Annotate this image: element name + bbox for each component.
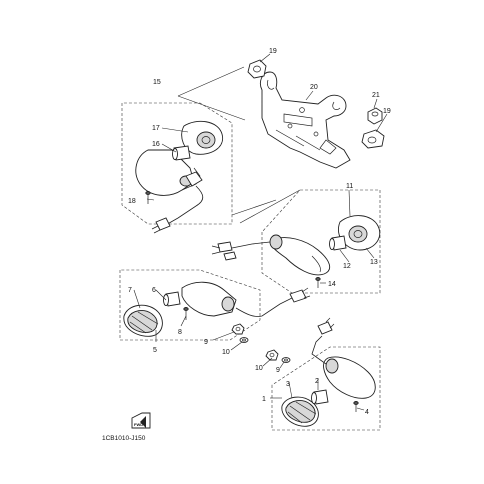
callout-10-left: 10 (222, 349, 230, 356)
group-box-1 (271, 346, 381, 431)
callout-labels: 19 20 21 19 15 17 16 18 11 12 13 14 7 6 … (128, 48, 391, 416)
callout-12: 12 (343, 263, 351, 270)
ref-line-11 (231, 189, 301, 224)
callout-21: 21 (372, 92, 380, 99)
ref-line-15 (177, 66, 246, 121)
callout-9-right: 9 (276, 367, 280, 374)
diagram-code: 1CB1010-J150 (102, 435, 146, 442)
callout-18: 18 (128, 198, 136, 205)
bushing (367, 107, 383, 125)
callout-3: 3 (286, 381, 290, 388)
grommet-top (247, 59, 267, 79)
callout-11: 11 (346, 183, 353, 190)
group-box-15 (121, 102, 233, 225)
callout-4: 4 (365, 409, 369, 416)
flasher-assembly-1 (265, 317, 376, 427)
callout-7: 7 (128, 287, 132, 294)
leader-lines (133, 53, 388, 411)
callout-5: 5 (153, 347, 157, 354)
callout-17: 17 (152, 125, 160, 132)
callout-19-right: 19 (383, 108, 391, 115)
callout-2: 2 (315, 378, 319, 385)
callout-13: 13 (370, 259, 378, 266)
callout-15: 15 (153, 79, 161, 86)
flasher-assembly-11 (211, 215, 381, 288)
callout-8: 8 (178, 329, 182, 336)
group-box-11 (261, 189, 381, 294)
group-box-5 (119, 269, 261, 341)
callout-16: 16 (152, 141, 160, 148)
fwd-arrow-icon: FWD (131, 412, 151, 429)
grommet-right (361, 129, 385, 149)
fwd-label: FWD (134, 422, 143, 427)
callout-6: 6 (152, 287, 156, 294)
flasher-assembly-5 (123, 281, 311, 343)
callout-20: 20 (310, 84, 318, 91)
mounting-bracket (259, 71, 351, 169)
callout-10-right: 10 (255, 365, 263, 372)
callout-19-top: 19 (269, 48, 277, 55)
callout-1: 1 (262, 396, 266, 403)
callout-14: 14 (328, 281, 336, 288)
flasher-assembly-15 (135, 120, 224, 234)
callout-9-left: 9 (204, 339, 208, 346)
